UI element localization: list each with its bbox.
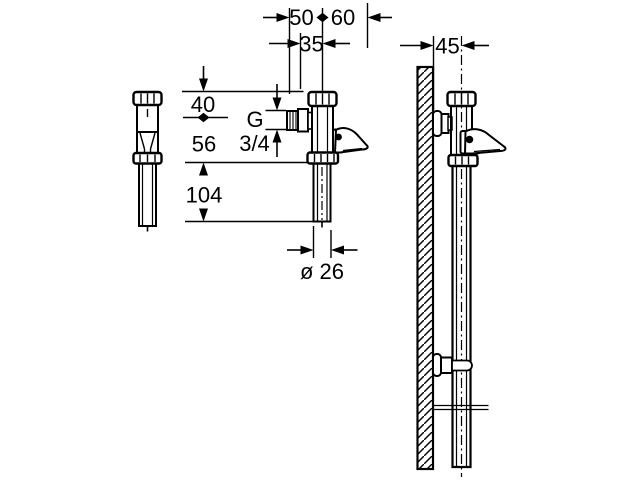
dimension-lines	[202, 16, 392, 251]
thread-g-label: G	[246, 107, 263, 132]
mounted-cap	[446, 90, 477, 108]
wall	[416, 65, 435, 471]
side-pipe-inner	[316, 163, 328, 221]
mounted-flush-pipe	[451, 166, 472, 469]
side-inlet-thread-lines	[289, 111, 297, 130]
front-view	[132, 90, 163, 232]
dim-35-label: 35	[299, 32, 323, 57]
mounted-valve	[432, 90, 507, 469]
chain-point-diamond	[316, 12, 329, 23]
mounted-lever-pivot	[465, 135, 474, 144]
lever-pivot	[335, 133, 342, 141]
arrowheads	[197, 12, 381, 255]
arrowhead	[420, 41, 434, 50]
front-flush-pipe	[138, 163, 157, 227]
clamp-band	[451, 359, 473, 372]
front-nut	[132, 151, 163, 165]
dim-56-label: 56	[192, 132, 216, 157]
side-body	[311, 105, 334, 154]
side-valve	[286, 90, 369, 228]
clamp-nut	[440, 356, 453, 374]
front-funnel-lines	[139, 132, 156, 153]
dim-50-label: 50	[289, 5, 313, 30]
mounted-nut-knurl	[454, 156, 470, 165]
front-nut-knurl	[139, 154, 156, 162]
arrowhead	[461, 41, 475, 50]
mounted-flush-lever	[463, 128, 507, 155]
side-nut-knurl	[313, 154, 335, 162]
side-cap-knurl	[315, 93, 330, 105]
flush-lever-edge	[342, 147, 363, 152]
dim-60-label: 60	[331, 5, 355, 30]
dim-104-label: 104	[186, 183, 223, 208]
mounted-lever-edge	[473, 148, 501, 153]
pipe-clamp	[432, 353, 473, 377]
side-inlet-hex	[297, 108, 309, 133]
dim-40-label: 40	[191, 92, 215, 117]
mounted-nut	[447, 153, 479, 168]
dim-45-label: 45	[435, 34, 459, 59]
wall-flange	[432, 110, 443, 137]
mounted-pipe-inner	[455, 166, 468, 466]
flush-lever	[333, 127, 369, 154]
thread-34-label: 3/4	[239, 131, 270, 156]
side-body-inner	[316, 106, 329, 152]
chain-point-diamond	[197, 112, 210, 123]
side-view: 50 60 35 40 56 104 G 3/4 ø 26	[182, 3, 392, 284]
pipe-diameter-label: ø 26	[300, 259, 344, 284]
mounted-cap-knurl	[454, 93, 469, 105]
connection-reference-lines	[433, 404, 489, 411]
clamp-wall-flange	[432, 353, 442, 377]
front-pipe-inner	[141, 163, 154, 225]
mounted-view: 45	[400, 34, 507, 477]
front-cap-knurl	[140, 93, 155, 104]
